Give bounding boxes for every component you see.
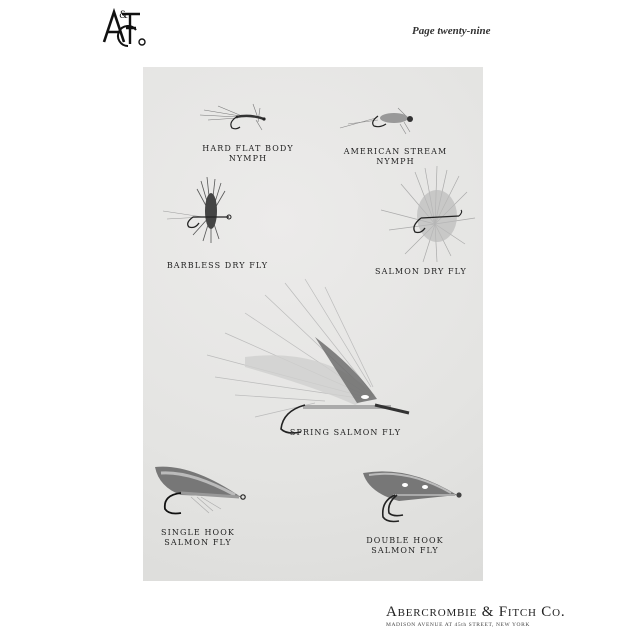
fly-caption: DOUBLE HOOK SALMON FLY	[366, 536, 444, 555]
brand-name: Abercrombie & Fitch Co.	[386, 604, 566, 620]
spring-salmon-fly-image	[206, 278, 410, 434]
double-hook-salmon-fly-image	[363, 471, 462, 523]
barbless-dry-fly-image	[163, 176, 232, 243]
fly-caption: BARBLESS DRY FLY	[166, 261, 269, 270]
hard-flat-body-nymph-image	[199, 103, 266, 131]
af-monogram-logo: &	[102, 7, 146, 47]
fly-caption: SINGLE HOOK SALMON FLY	[161, 528, 235, 547]
fly-caption: HARD FLAT BODY NYMPH	[202, 144, 294, 163]
fly-photo-plate: HARD FLAT BODY NYMPH AMERICAN STREAM NYM…	[143, 67, 483, 581]
fly-caption: SPRING SALMON FLY	[289, 428, 402, 437]
fly-caption: SALMON DRY FLY	[375, 267, 467, 276]
american-stream-nymph-image	[339, 107, 413, 135]
salmon-dry-fly-image	[380, 165, 476, 263]
fly-caption: AMERICAN STREAM NYMPH	[343, 147, 448, 166]
brand-address: MADISON AVENUE AT 45th STREET, NEW YORK	[386, 622, 530, 628]
page-number: Page twenty-nine	[412, 25, 491, 37]
single-hook-salmon-fly-image	[155, 466, 246, 515]
svg-text:&: &	[119, 10, 128, 21]
